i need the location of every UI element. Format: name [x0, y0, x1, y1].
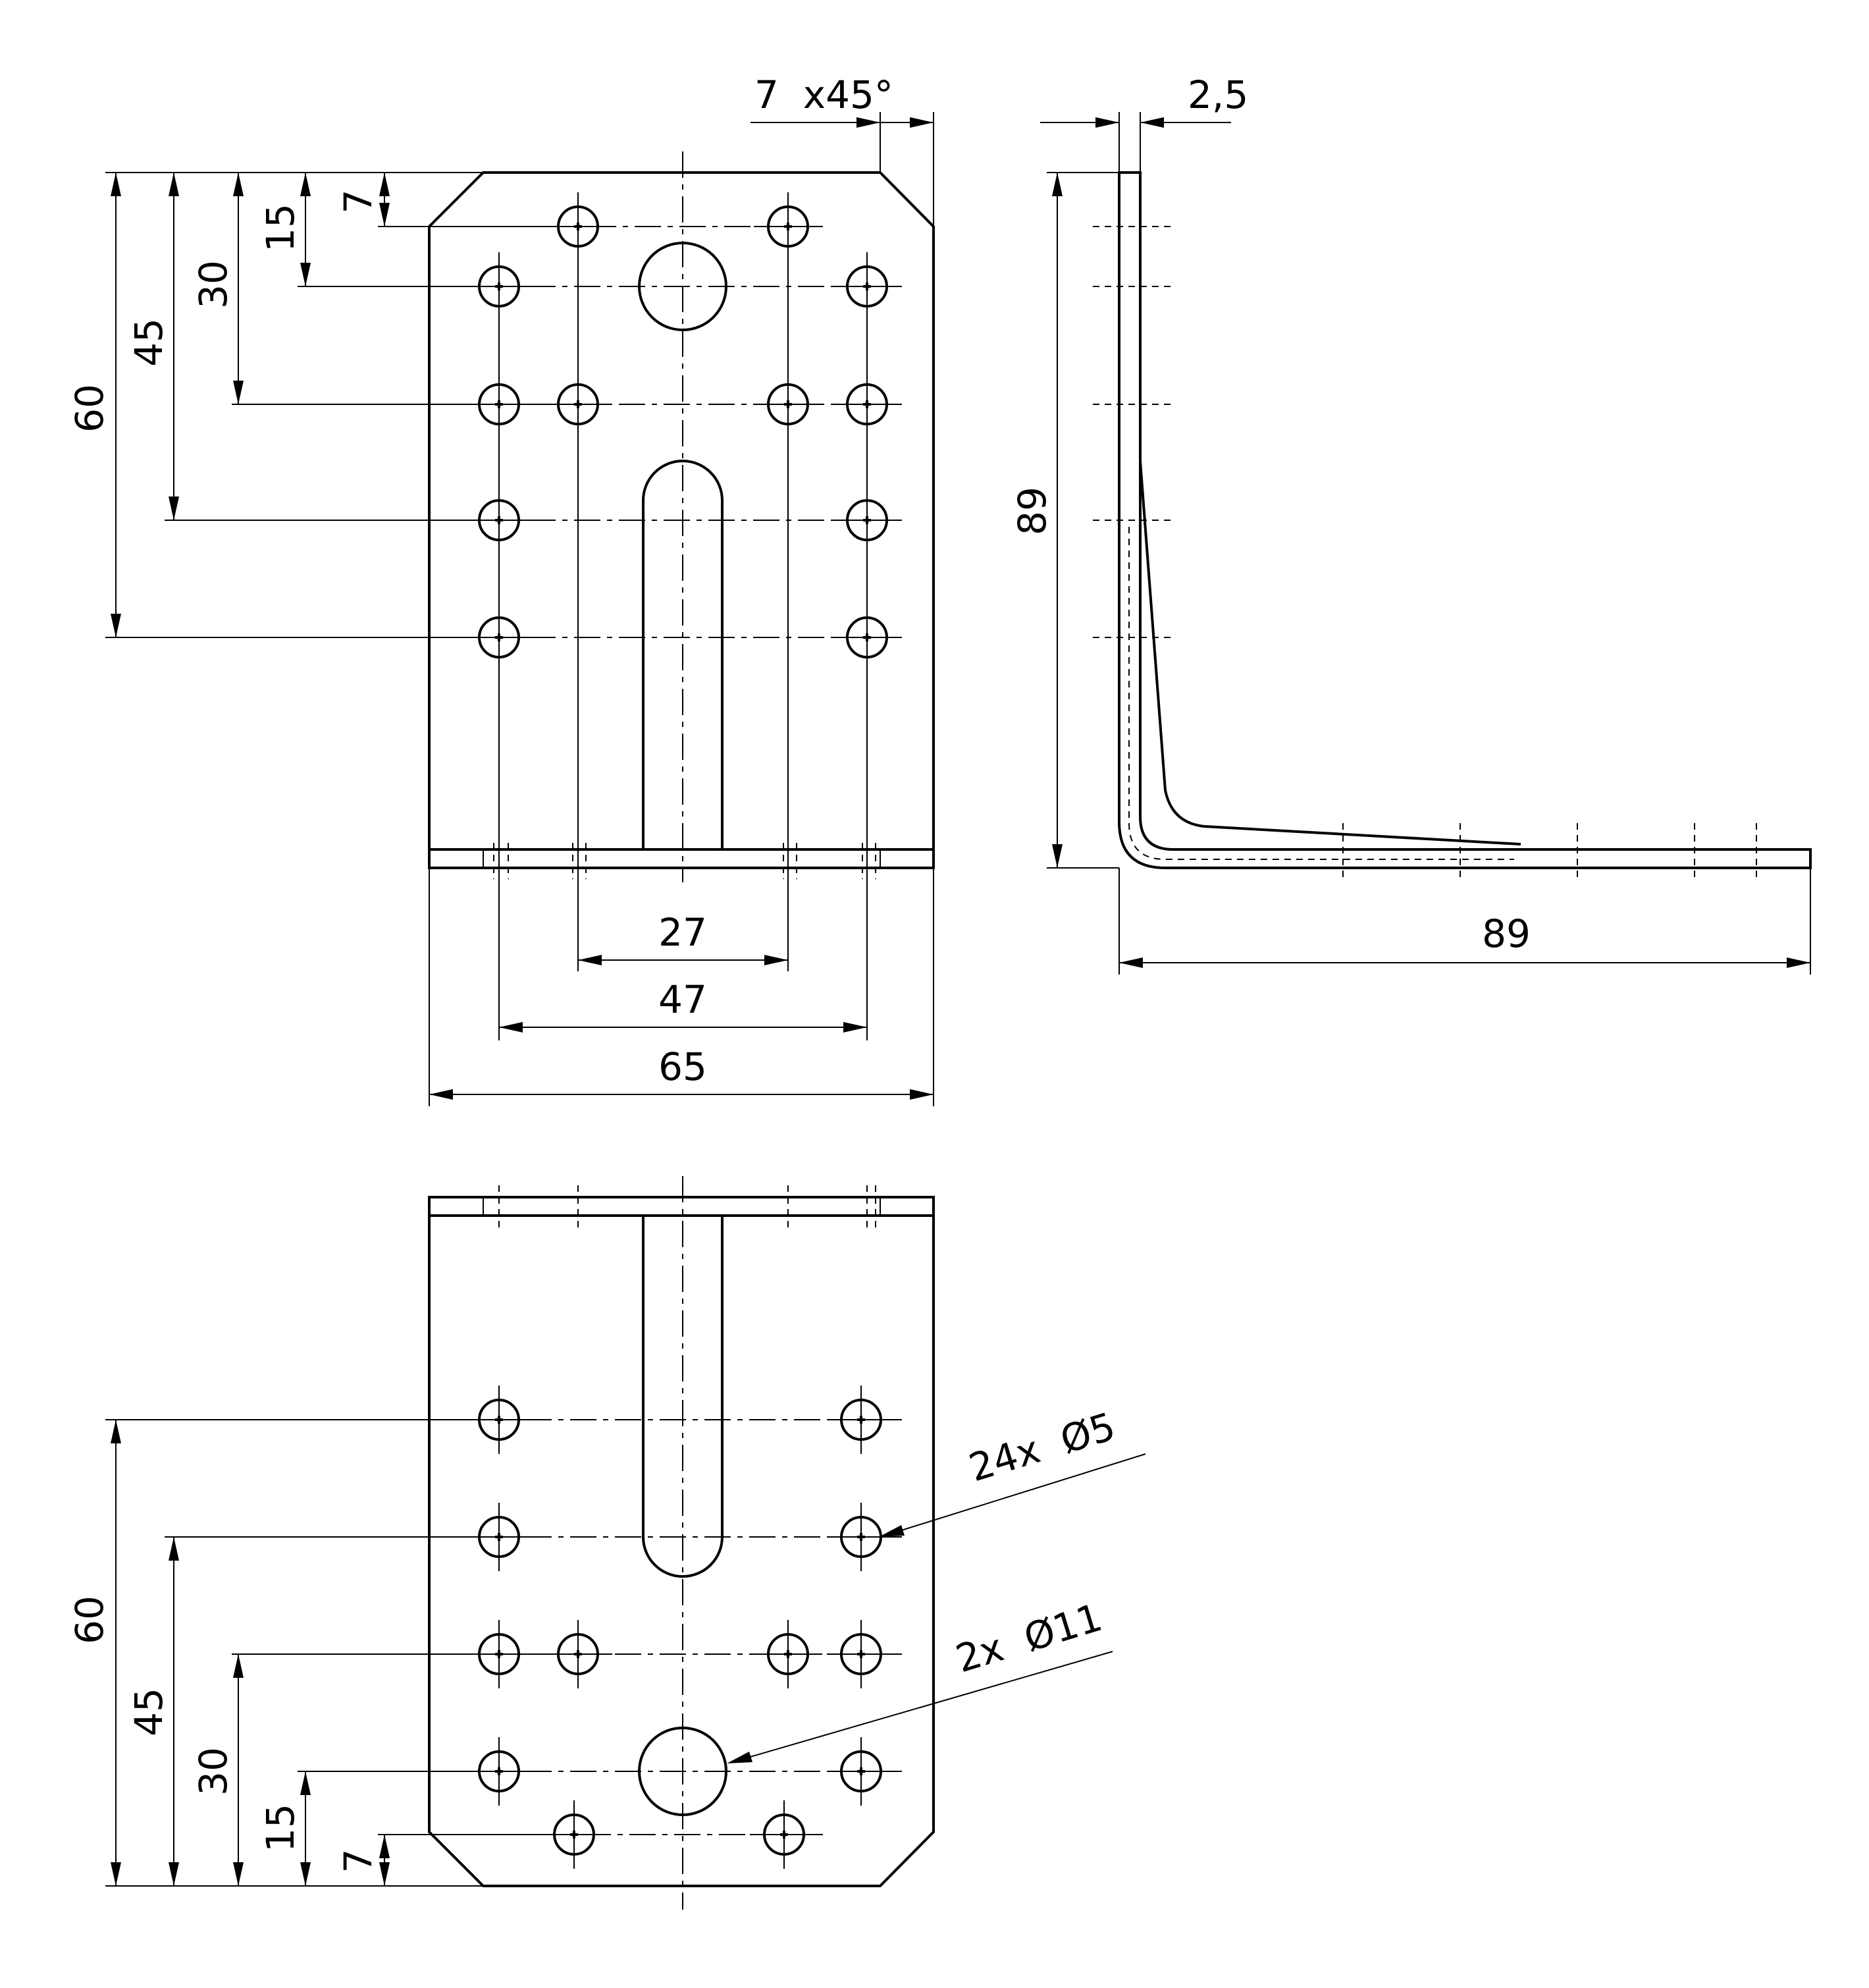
- bottom-hole-r3-c4: [826, 1619, 897, 1690]
- bottom-view: 60 45 30 15 7 24x Ø5 2x Ø11: [67, 1176, 1146, 1910]
- front-dim-27: 27: [658, 910, 707, 955]
- bottom-slot: [642, 1216, 724, 1578]
- front-dim-47: 47: [658, 977, 707, 1022]
- front-large-hole: [638, 242, 727, 331]
- bottom-dim-7: 7: [336, 1849, 381, 1873]
- small-hole-callout-label: 24x Ø5: [964, 1404, 1120, 1491]
- bottom-hole-r3-c2: [542, 1619, 614, 1690]
- small-hole-callout: 24x Ø5: [879, 1404, 1146, 1537]
- bottom-dim-45: 45: [126, 1688, 171, 1736]
- front-dim-15: 15: [258, 203, 303, 252]
- bottom-hole-r3-c3: [752, 1619, 824, 1690]
- bottom-hole-r4-c4: [826, 1736, 897, 1807]
- side-length-dimension: 89: [1119, 868, 1811, 975]
- bottom-dim-60: 60: [67, 1596, 112, 1644]
- front-vertical-dimensions: 60 45 30 15 7: [67, 172, 564, 638]
- side-hidden-holes-horizontal: [1342, 823, 1757, 879]
- front-hole-r5-c4: [831, 602, 903, 673]
- side-height-dimension: 89: [1010, 172, 1119, 869]
- bottom-plate-outline: [428, 1196, 935, 1887]
- front-hole-r3-c3: [752, 369, 824, 440]
- bottom-hole-r5-c3: [749, 1799, 820, 1870]
- front-fold-hidden-holes: [483, 843, 881, 879]
- side-height-label: 89: [1010, 487, 1055, 535]
- thickness-dimension: 2,5: [1040, 72, 1248, 173]
- front-dim-7: 7: [336, 190, 381, 214]
- side-hidden-holes-vertical: [1093, 226, 1172, 638]
- side-angle-outline: [1118, 171, 1812, 869]
- front-horizontal-dimensions: 27 47 65: [429, 868, 934, 1106]
- front-slot: [642, 460, 724, 849]
- side-view: 2,5 89 89: [1010, 72, 1812, 975]
- side-length-label: 89: [1482, 911, 1531, 956]
- thickness-label: 2,5: [1188, 72, 1248, 117]
- front-hole-r4-c4: [831, 485, 903, 556]
- front-hole-r3-c2: [542, 369, 614, 440]
- bottom-large-hole: [638, 1727, 727, 1816]
- bottom-dim-15: 15: [258, 1804, 303, 1852]
- front-hole-r2-c4: [831, 251, 903, 322]
- front-dim-60: 60: [67, 384, 112, 433]
- large-hole-callout: 2x Ø11: [727, 1595, 1113, 1763]
- front-view: 60 45 30 15 7 27 47 65: [67, 72, 935, 1106]
- bottom-fold-hidden-holes: [483, 1185, 881, 1230]
- front-dim-30: 30: [191, 260, 236, 309]
- bottom-vertical-dimensions: 60 45 30 15 7: [67, 1419, 560, 1887]
- bottom-hole-r2-c4: [826, 1501, 897, 1572]
- side-hidden-rib: [1128, 527, 1514, 860]
- front-hole-r1-c3: [752, 191, 824, 262]
- front-hole-r3-c4: [831, 369, 903, 440]
- bottom-hole-r1-c4: [826, 1384, 897, 1455]
- large-hole-callout-label: 2x Ø11: [951, 1595, 1107, 1682]
- bottom-dim-30: 30: [191, 1747, 236, 1796]
- chamfer-label: 7 x45°: [754, 72, 893, 117]
- side-stiffener-rib: [1139, 460, 1521, 846]
- front-dim-45: 45: [126, 318, 171, 367]
- front-dim-65: 65: [658, 1044, 707, 1089]
- chamfer-dimension: 7 x45°: [750, 72, 934, 227]
